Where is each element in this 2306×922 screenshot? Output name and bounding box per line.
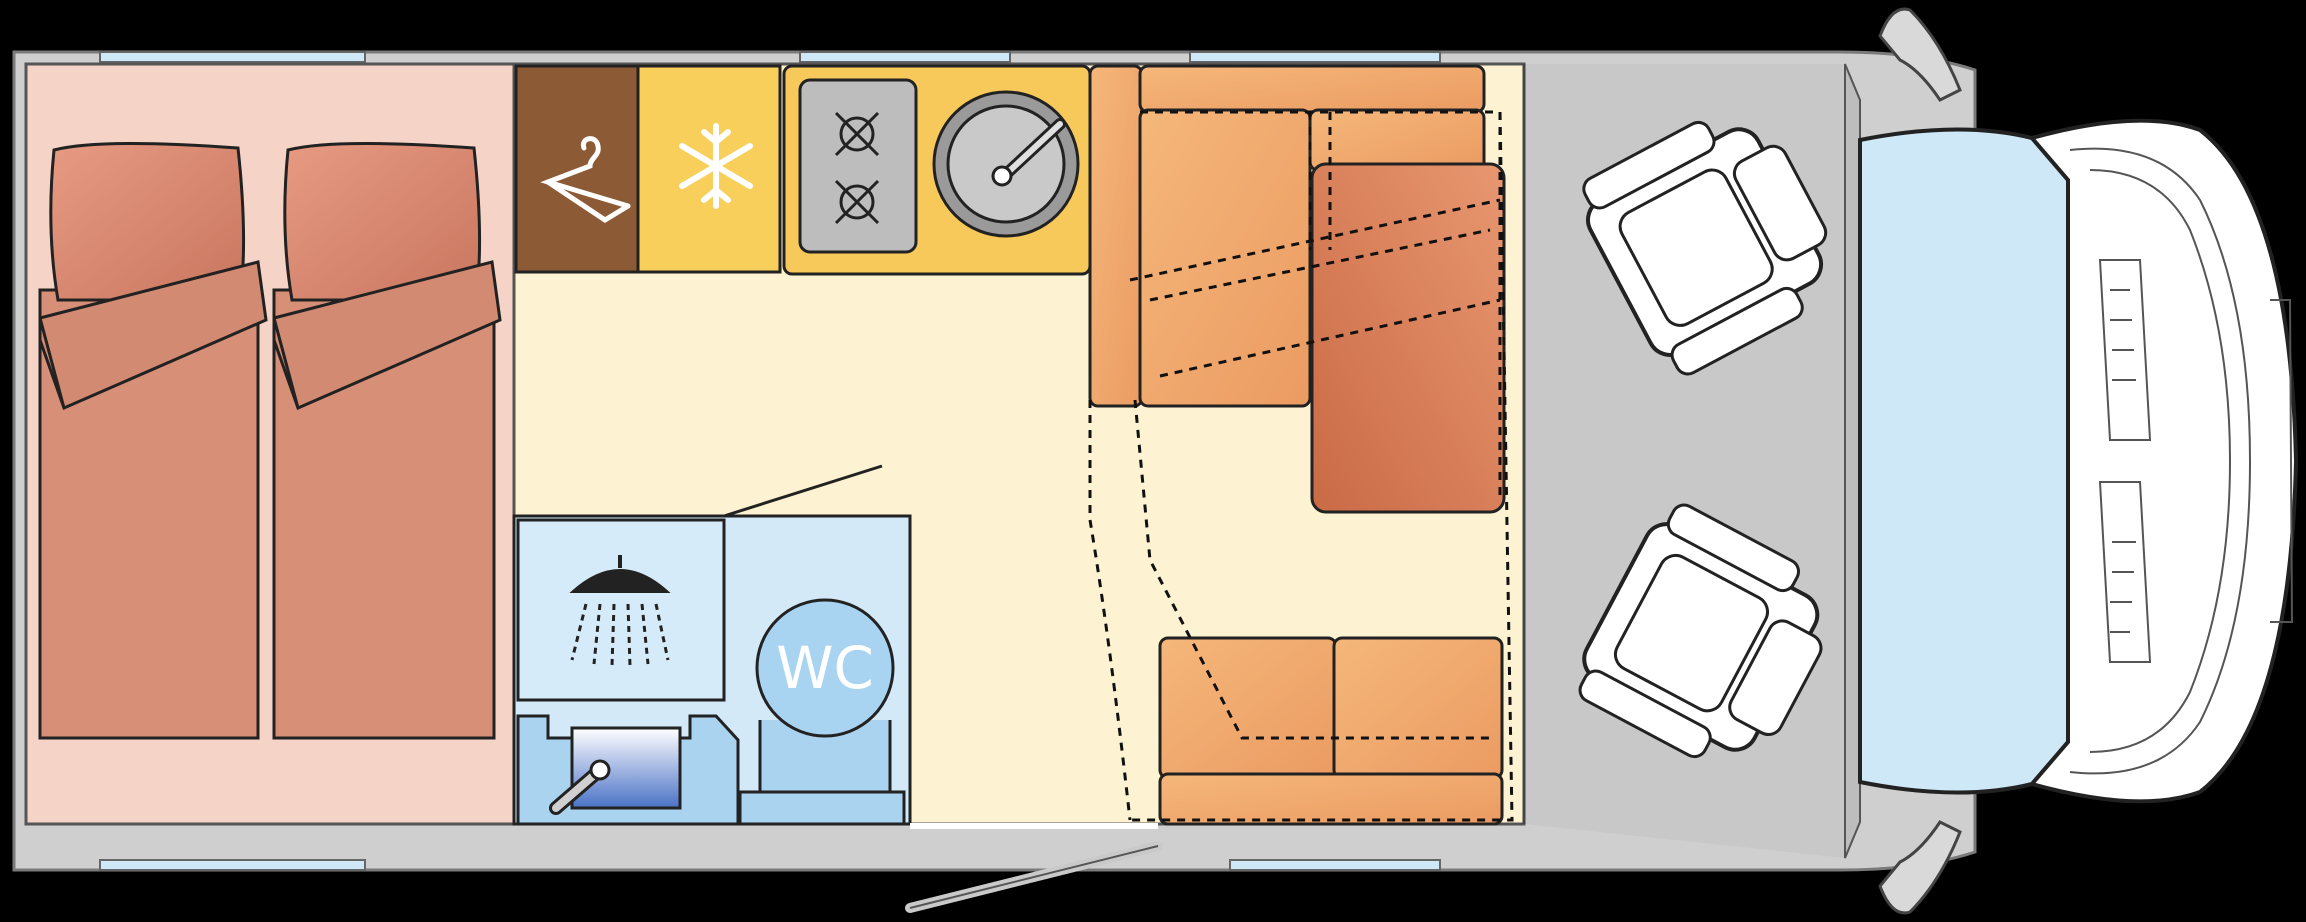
window-top-3 bbox=[1189, 51, 1441, 63]
entrance-door-edge bbox=[909, 845, 1159, 909]
window-top-1 bbox=[99, 51, 366, 63]
side-bench-sofa bbox=[1158, 636, 1504, 826]
mirror-right bbox=[1878, 820, 1962, 915]
single-bed-right bbox=[272, 141, 502, 740]
window-bottom-2 bbox=[1229, 859, 1441, 871]
bathroom-door-line bbox=[723, 464, 883, 518]
stove bbox=[798, 78, 918, 254]
window-bottom-1 bbox=[99, 859, 366, 871]
toilet: WC bbox=[738, 598, 906, 826]
shower-head-icon bbox=[569, 555, 671, 667]
passenger-seat[interactable] bbox=[1565, 495, 1852, 787]
snowflake-icon bbox=[679, 123, 753, 209]
window-top-2 bbox=[799, 51, 1011, 63]
washbasin bbox=[516, 714, 740, 826]
hood-details bbox=[2069, 147, 2294, 775]
toilet-bowl bbox=[755, 598, 895, 738]
shower-cabin bbox=[516, 518, 726, 702]
windshield bbox=[1858, 127, 2070, 795]
mirror-left bbox=[1878, 7, 1962, 102]
hanger-icon bbox=[540, 136, 631, 223]
dinette-table bbox=[1310, 162, 1506, 514]
single-bed-left bbox=[38, 141, 268, 740]
hood bbox=[2028, 118, 2299, 804]
bed-conversion-outline bbox=[1088, 110, 1514, 822]
driver-seat[interactable] bbox=[1569, 92, 1856, 384]
dashboard bbox=[1844, 63, 1861, 859]
gas-burner-icon bbox=[834, 111, 880, 225]
toilet-label: WC bbox=[776, 634, 874, 702]
sink-icon bbox=[932, 90, 1080, 238]
